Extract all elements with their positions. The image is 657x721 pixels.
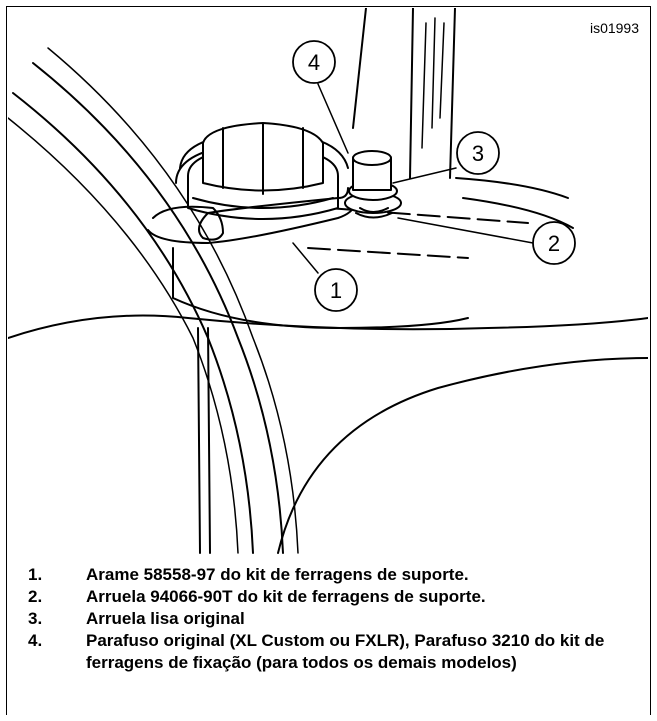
callout-2: 2 — [532, 221, 576, 265]
hose-line — [8, 117, 239, 554]
callout-4: 4 — [292, 40, 336, 84]
callout-2-label: 2 — [548, 231, 560, 256]
callout-3: 3 — [456, 131, 500, 175]
legend-item: 2. Arruela 94066-90T do kit de ferragens… — [28, 586, 628, 608]
callout-1-label: 1 — [330, 278, 342, 303]
technical-drawing: 1 2 3 4 — [8, 8, 648, 554]
leader-line — [292, 242, 319, 274]
fork-tube-line — [431, 17, 436, 129]
hose-line — [47, 47, 299, 554]
rod-line — [352, 8, 367, 129]
fork-tube-line — [421, 22, 427, 149]
legend-item: 4. Parafuso original (XL Custom ou FXLR)… — [28, 630, 628, 674]
legend-item: 3. Arruela lisa original — [28, 608, 628, 630]
bolt-thread — [355, 212, 393, 219]
wire — [147, 202, 357, 244]
fork-tube-line — [455, 177, 569, 199]
figure-frame — [6, 6, 651, 715]
callout-3-label: 3 — [472, 141, 484, 166]
legend-number: 1. — [28, 565, 43, 584]
leader-line — [397, 217, 534, 244]
leader-line — [317, 83, 349, 154]
legend-list: 1. Arame 58558-97 do kit de ferragens de… — [28, 564, 628, 674]
legend-text: Parafuso original (XL Custom ou FXLR), P… — [86, 631, 605, 672]
fork-tube-line — [449, 8, 456, 179]
callout-4-label: 4 — [308, 50, 320, 75]
housing-outline — [277, 357, 648, 554]
housing-outline — [207, 327, 211, 554]
bracket-outline — [307, 247, 469, 259]
legend-item: 1. Arame 58558-97 do kit de ferragens de… — [28, 564, 628, 586]
legend-number: 2. — [28, 587, 43, 606]
cap-base — [192, 197, 334, 209]
housing-outline — [197, 327, 201, 554]
fork-tube-line — [439, 22, 445, 119]
legend-number: 3. — [28, 609, 43, 628]
hose-line — [12, 92, 254, 554]
leader-line — [392, 167, 457, 184]
legend-text: Arruela 94066-90T do kit de ferragens de… — [86, 587, 486, 606]
bolt-assembly — [344, 150, 402, 214]
bolt-thread — [359, 207, 389, 213]
hose-line — [32, 62, 284, 554]
housing-outline — [8, 314, 648, 339]
callout-1: 1 — [314, 268, 358, 312]
fork-tube-line — [409, 8, 414, 179]
wire — [152, 187, 349, 241]
legend-text: Arame 58558-97 do kit de ferragens de su… — [86, 565, 469, 584]
legend-text: Arruela lisa original — [86, 609, 245, 628]
legend-number: 4. — [28, 631, 43, 650]
figure-id: is01993 — [589, 20, 639, 36]
fork-tube-line — [462, 197, 574, 229]
